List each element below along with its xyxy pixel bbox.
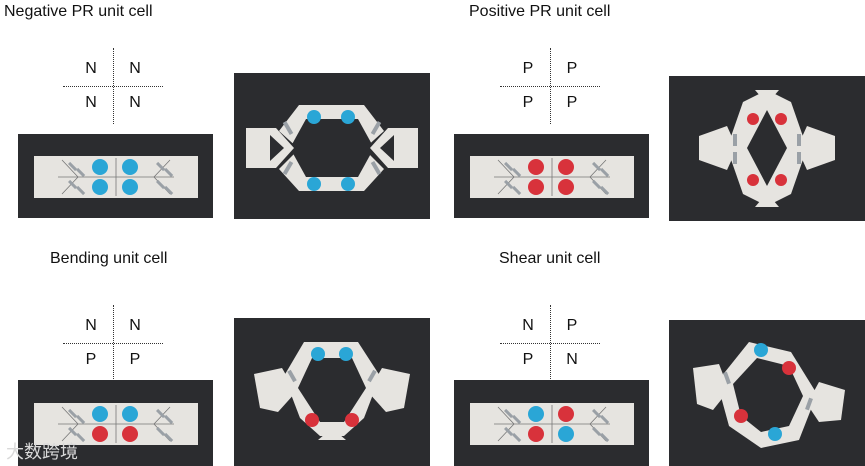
quadrant-grid-positive: P P P P (500, 48, 600, 124)
quadrant-label: P (522, 60, 534, 77)
quadrant-dot (92, 406, 108, 422)
quadrant-label: P (129, 351, 141, 368)
spring-mark (76, 432, 86, 443)
flat-strip-drawing (34, 156, 198, 198)
quadrant-grid-shear: N P P N (500, 305, 600, 381)
quadrant-label: P (566, 94, 578, 111)
flat-strip-photo-bending (18, 380, 213, 466)
quadrant-dot (528, 426, 544, 442)
quadrant-label: N (85, 94, 97, 111)
spring-mark (68, 179, 78, 190)
flat-strip-drawing (34, 403, 198, 445)
spring-mark (512, 432, 522, 443)
spring-mark (512, 414, 522, 425)
quadrant-dot (558, 179, 574, 195)
deformed-cell-photo-negative (234, 73, 430, 219)
spring-mark (164, 432, 174, 443)
spring-mark (164, 185, 174, 196)
spring-mark (592, 179, 602, 190)
panel-title-bending: Bending unit cell (50, 250, 168, 267)
spring-mark (163, 167, 174, 178)
quadrant-dot (92, 179, 108, 195)
quadrant-label: N (566, 351, 578, 368)
quadrant-grid-negative: N N N N (63, 48, 163, 124)
quadrant-label: N (129, 317, 141, 334)
quadrant-label: N (85, 60, 97, 77)
flat-strip-photo-negative (18, 134, 213, 218)
quadrant-dot (92, 159, 108, 175)
spring-mark (76, 167, 86, 178)
deformed-cell-photo-positive (669, 76, 865, 221)
quadrant-label: N (129, 60, 141, 77)
quadrant-dot (92, 426, 108, 442)
panel-title-negative: Negative PR unit cell (4, 3, 153, 20)
spring-mark (512, 167, 522, 178)
spring-mark (156, 179, 166, 190)
spring-mark (504, 179, 514, 190)
spring-mark (163, 414, 174, 425)
spring-mark (68, 426, 78, 437)
spring-mark (600, 167, 610, 178)
quadrant-dot (122, 159, 138, 175)
quadrant-dot (122, 179, 138, 195)
spring-mark (592, 408, 602, 419)
flat-strip-photo-positive (454, 134, 649, 218)
quadrant-label: P (522, 351, 534, 368)
quadrant-dot (122, 406, 138, 422)
spring-mark (504, 426, 514, 437)
panel-title-shear: Shear unit cell (499, 250, 601, 267)
quadrant-label: P (85, 351, 97, 368)
deformed-cell-photo-shear (669, 320, 865, 466)
quadrant-dot (558, 406, 574, 422)
quadrant-label: P (522, 94, 534, 111)
spring-mark (156, 426, 166, 437)
spring-mark (512, 185, 522, 196)
quadrant-label: N (85, 317, 97, 334)
spring-mark (155, 408, 166, 419)
quadrant-grid-bending: N N P P (63, 305, 163, 381)
quadrant-dot (558, 426, 574, 442)
spring-mark (592, 426, 602, 437)
flat-strip-drawing (470, 403, 634, 445)
flat-strip-photo-shear (454, 380, 649, 466)
quadrant-dot (528, 406, 544, 422)
spring-mark (592, 161, 602, 172)
quadrant-dot (558, 159, 574, 175)
spring-mark (504, 408, 514, 419)
quadrant-dot (528, 179, 544, 195)
quadrant-label: N (522, 317, 534, 334)
quadrant-dot (528, 159, 544, 175)
spring-mark (68, 408, 78, 419)
flat-strip-drawing (470, 156, 634, 198)
spring-mark (600, 185, 610, 196)
spring-mark (600, 432, 610, 443)
spring-mark (68, 161, 78, 172)
spring-mark (76, 414, 86, 425)
deformed-cell-photo-bending (234, 318, 430, 466)
spring-mark (155, 161, 166, 172)
quadrant-label: P (566, 317, 578, 334)
quadrant-label: P (566, 60, 578, 77)
watermark-logo: 大数跨境 (6, 442, 78, 462)
quadrant-label: N (129, 94, 141, 111)
quadrant-dot (122, 426, 138, 442)
spring-mark (76, 185, 86, 196)
spring-mark (600, 414, 610, 425)
spring-mark (504, 161, 514, 172)
panel-title-positive: Positive PR unit cell (469, 3, 611, 20)
